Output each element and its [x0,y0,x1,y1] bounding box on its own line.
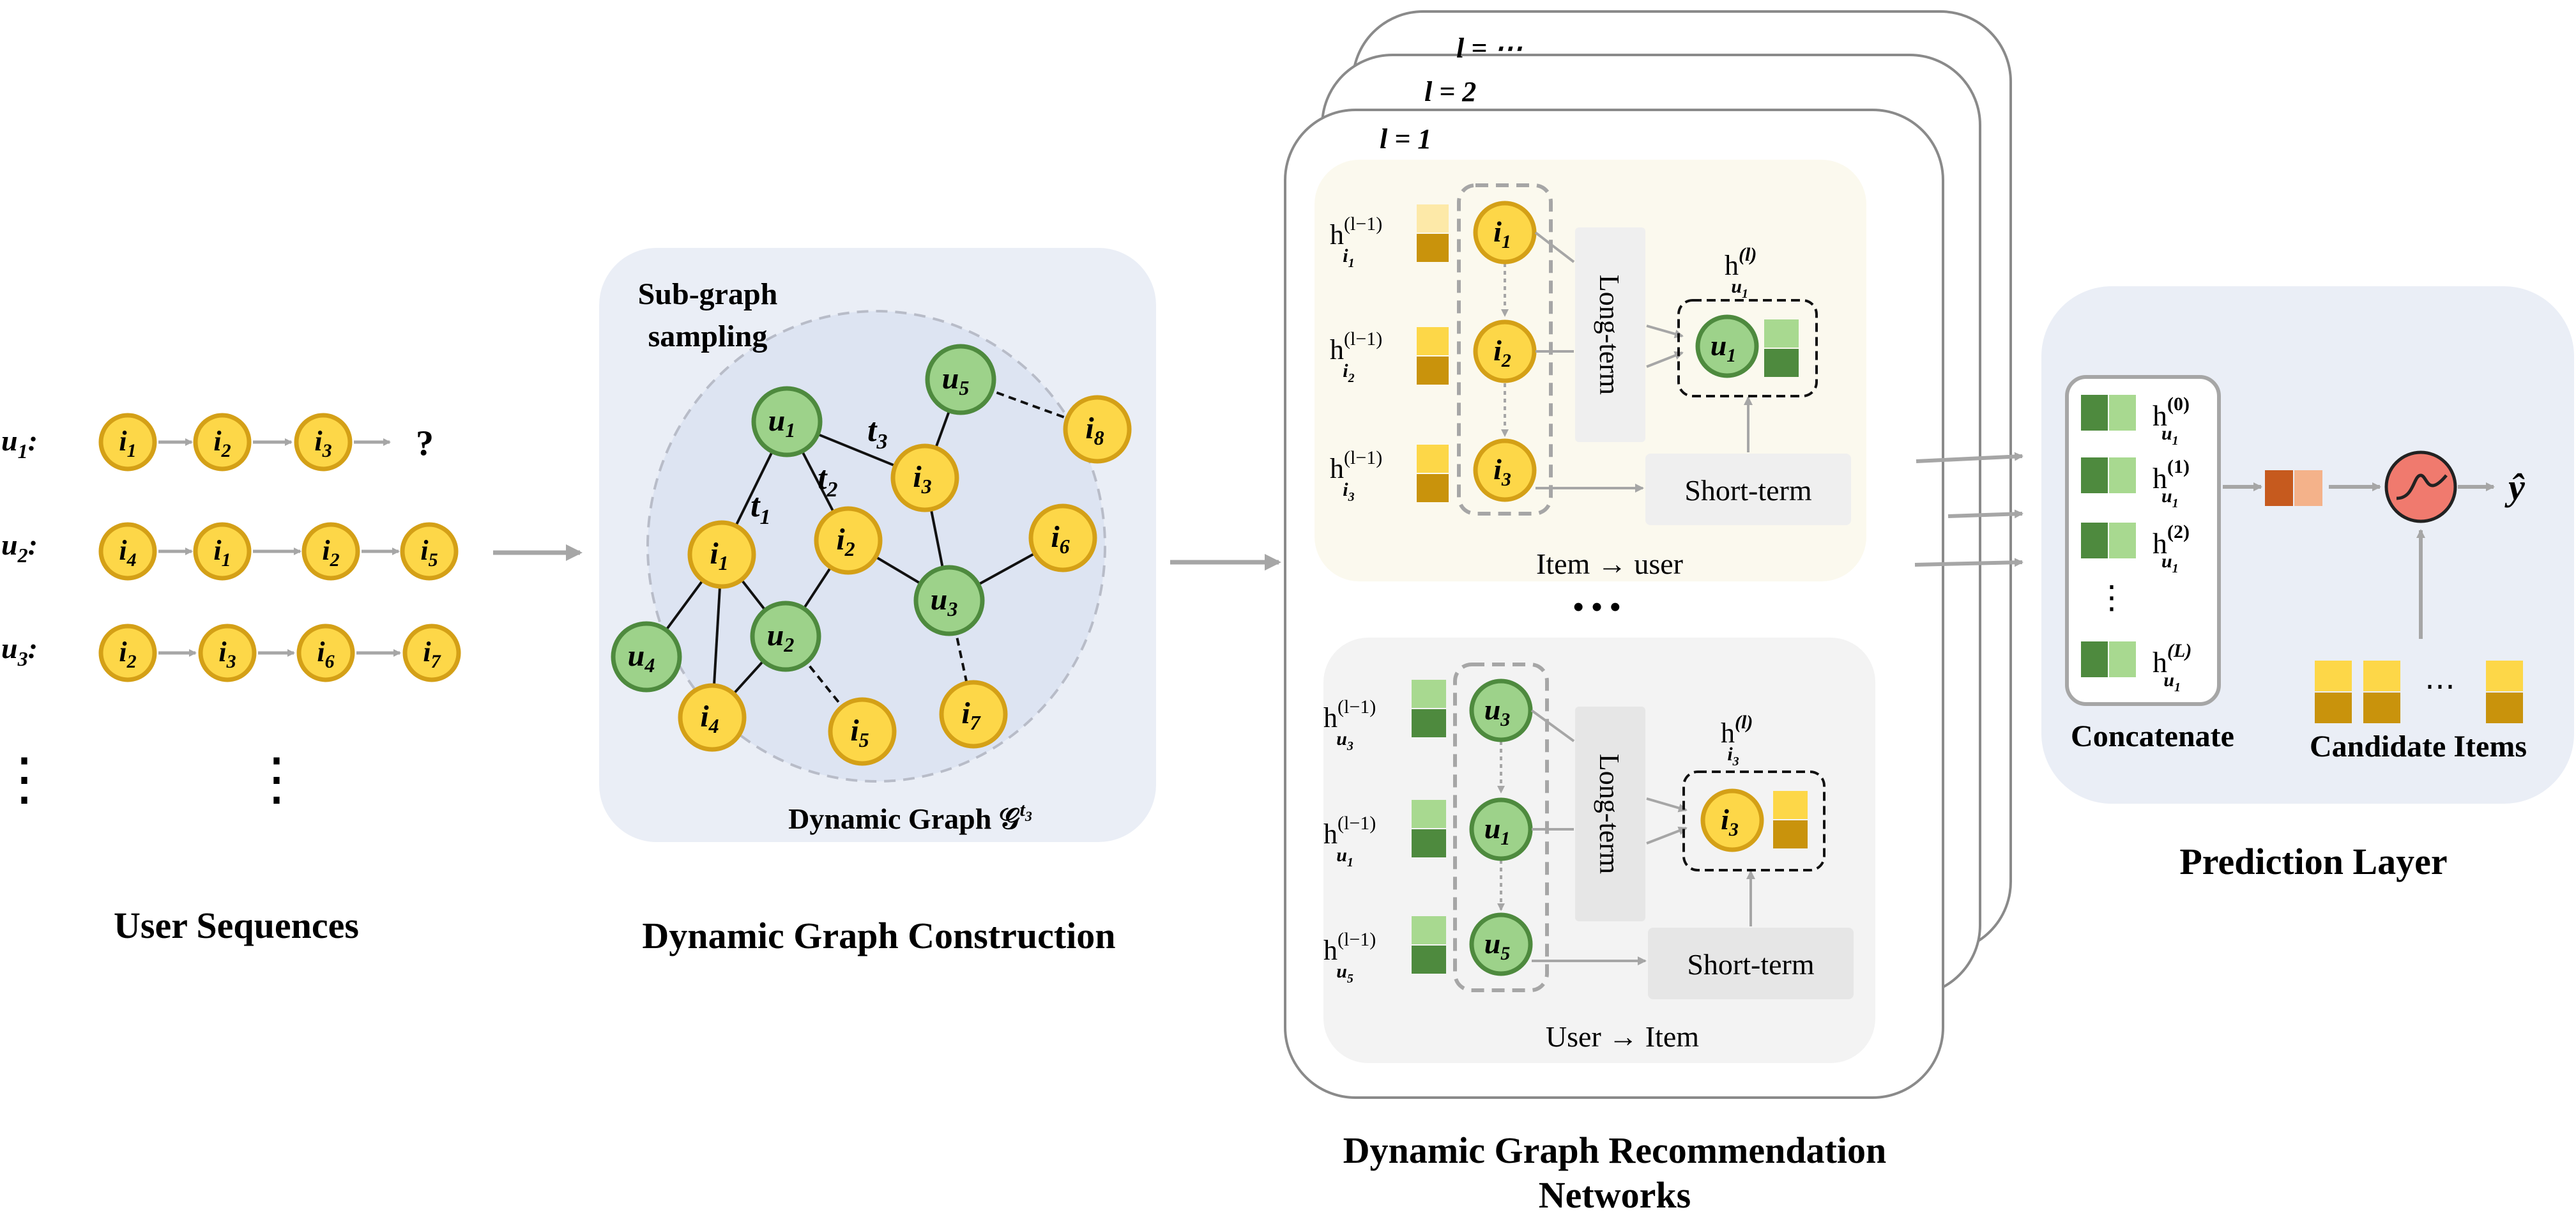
graph-caption: Dynamic Graph 𝒢t3 [788,799,1032,835]
sequence-row: u2: i4 i1 i2 i5 [1,522,459,581]
item-node-i1: i1 [687,520,756,589]
svg-text:⋯: ⋯ [2425,670,2455,703]
user-to-item-block: h(l−1)u3 h(l−1)u1 h(l−1)u5 u3 u1 u5 Long… [1323,638,1875,1063]
item-node-i7: i7 [939,680,1008,749]
item-node: i4 [98,522,157,581]
item-node-i4: i4 [678,683,747,752]
item-node: i1 [98,413,157,471]
item-node: i3 [1700,788,1764,852]
item-node: i3 [198,624,257,682]
svg-text:u3:: u3: [1,632,38,670]
sequence-row: u1: i1 i2 i3 ? [1,413,434,471]
item-node: i2 [193,413,252,471]
unknown-next-item: ? [416,424,434,463]
layer-label-more: l = ⋯ [1456,33,1522,64]
user-node-u5: u5 [925,344,996,415]
item-node-i3: i3 [890,443,959,512]
item-node: i2 [1473,319,1537,383]
user-node-u4: u4 [611,621,682,693]
fused-embedding [2265,470,2293,506]
sampling-label: sampling [648,319,768,353]
section-title-networks-line2: Networks [1539,1174,1691,1216]
short-term-module [1645,454,1851,525]
item-node-i8: i8 [1063,395,1132,464]
item-node: i3 [294,413,353,471]
ellipsis-left: ⋮ [0,748,53,811]
item-to-user-label: Item → user [1536,548,1683,580]
item-node-i5: i5 [828,697,897,766]
layer-dots: • • • [1573,590,1620,624]
prediction-output: ŷ [2504,466,2525,508]
section-title-networks: Dynamic Graph Recommendation [1343,1130,1887,1171]
recommendation-network-panel: l = ⋯ l = 2 l = 1 h(l−1)i1 h(l−1)i2 h(l−… [1284,10,2012,1216]
user-sequences-panel: u1: i1 i2 i3 ? u2: i4 i1 i2 i5 u3: i2 i3 [0,413,461,946]
candidate-items: ⋯ [2315,661,2523,723]
item-node-i6: i6 [1028,503,1097,572]
section-title-prediction: Prediction Layer [2179,841,2447,882]
user-to-item-label: User → Item [1546,1020,1699,1053]
svg-text:u2:: u2: [1,528,38,567]
user-node-u3: u3 [913,565,985,636]
item-node: i1 [193,522,252,581]
item-node: i2 [98,624,157,682]
item-node: i2 [301,522,360,581]
short-term-label: Short-term [1684,474,1812,507]
short-term-label: Short-term [1687,948,1815,981]
user-node: u5 [1469,912,1533,976]
svg-text:u1:: u1: [1,424,38,463]
prediction-layer-panel: h(0)u1 h(1)u1 h(2)u1 ⋮ h(L)u1 Concatenat… [2041,286,2574,882]
graph-construction-panel: Sub-graph sampling t3 t2 t1 u1 u2 u3 u4 [599,248,1156,956]
layer-label-1: l = 1 [1380,123,1431,155]
user-node-u2: u2 [750,601,821,672]
long-term-module [1575,707,1645,921]
layer-label-2: l = 2 [1424,76,1476,107]
item-to-user-block: h(l−1)i1 h(l−1)i2 h(l−1)i3 i1 i2 i3 Long… [1315,160,1866,581]
long-term-module [1575,227,1645,442]
section-title-user-sequences: User Sequences [114,905,359,946]
user-node: u3 [1469,678,1533,742]
item-node: i7 [402,624,461,682]
user-node: u1 [1469,797,1533,861]
user-node: u1 [1695,314,1759,378]
ellipsis-items: ⋮ [248,748,305,811]
long-term-label: Long-term [1594,275,1625,395]
item-node-i2: i2 [814,506,883,575]
user-node-u1: u1 [751,386,823,457]
layer-output-arrows [1914,452,2023,567]
item-node: i6 [296,624,355,682]
item-node: i1 [1473,201,1537,264]
sampling-label: Sub-graph [638,277,778,311]
concat-ellipsis: ⋮ [2096,579,2128,615]
section-title-graph-construction: Dynamic Graph Construction [642,915,1115,956]
sequence-row: u3: i2 i3 i6 i7 [1,624,461,682]
item-node: i5 [400,522,459,581]
concatenate-label: Concatenate [2071,719,2234,753]
candidate-items-label: Candidate Items [2310,730,2527,763]
item-node: i3 [1473,438,1537,502]
short-term-module [1648,928,1854,999]
long-term-label: Long-term [1594,754,1625,874]
sigmoid-icon [2384,450,2457,523]
svg-text:i2: i2 [836,523,855,560]
